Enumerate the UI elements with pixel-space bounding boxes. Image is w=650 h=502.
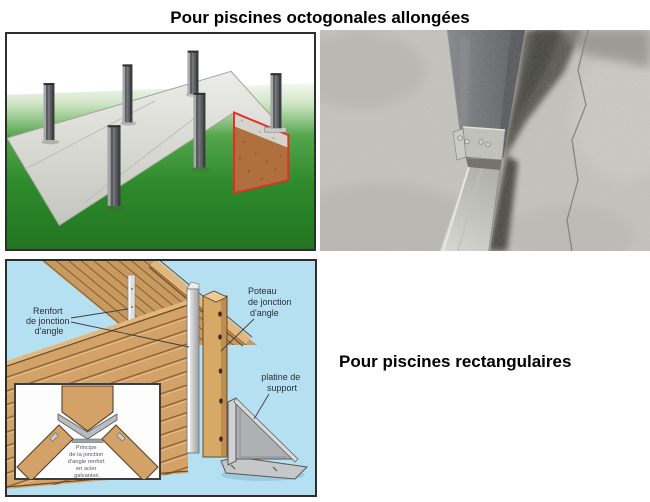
steel-corner-reinforcement xyxy=(57,413,118,440)
steel-post xyxy=(191,92,210,172)
illustration-posts-on-slab xyxy=(5,32,316,251)
label-platine: platine de support xyxy=(261,372,303,393)
anchored-post-photo xyxy=(320,30,650,251)
steel-post xyxy=(41,83,60,145)
right-plank xyxy=(101,424,159,479)
corner-post xyxy=(202,290,228,458)
corner-junction-drawing: Principe de la jonction d'angle renfort … xyxy=(7,261,315,495)
corner-reinforcement-strip xyxy=(186,281,200,454)
photo-post-anchored-in-concrete xyxy=(320,30,650,251)
front-wall-top-rail xyxy=(7,300,189,365)
ground-cutaway xyxy=(233,111,290,195)
steel-posts xyxy=(41,50,287,211)
joint-principle-inset: Principe de la jonction d'angle renfort … xyxy=(14,383,161,480)
support-bracket xyxy=(220,397,309,481)
steel-post xyxy=(105,125,126,211)
back-wall-top-rail xyxy=(150,261,251,345)
steel-post xyxy=(120,64,137,126)
posts-slab-drawing xyxy=(7,34,314,249)
left-plank xyxy=(16,424,74,479)
label-poteau: Poteau de jonction d'angle xyxy=(248,286,294,318)
caption-rectangular-pools: Pour piscines rectangulaires xyxy=(339,352,572,371)
post-cross-section xyxy=(61,385,114,432)
label-renfort: Renfort de jonction d'angle xyxy=(26,306,72,336)
pointer-lines xyxy=(70,308,270,420)
diagram-corner-junction: Principe de la jonction d'angle renfort … xyxy=(5,259,317,497)
inset-caption: Principe de la jonction d'angle renfort … xyxy=(68,445,107,479)
page-title: Pour piscines octogonales allongées xyxy=(170,8,470,27)
steel-post xyxy=(270,73,282,129)
